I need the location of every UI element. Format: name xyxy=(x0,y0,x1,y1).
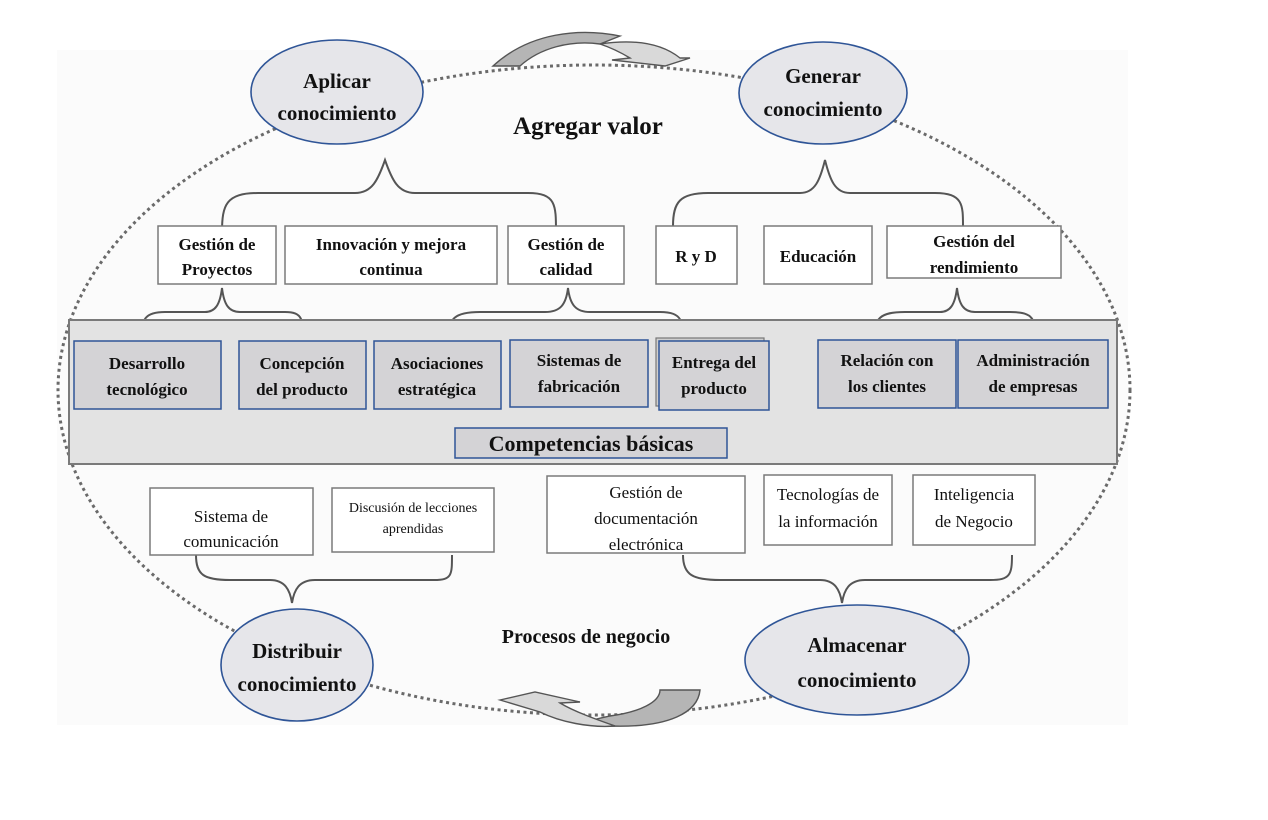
brace-generate xyxy=(672,159,964,227)
svg-text:de empresas: de empresas xyxy=(989,377,1078,396)
svg-text:Inteligencia: Inteligencia xyxy=(934,485,1015,504)
svg-text:Asociaciones: Asociaciones xyxy=(391,354,484,373)
brace-store xyxy=(682,554,1013,604)
svg-text:Tecnologías de: Tecnologías de xyxy=(777,485,879,504)
svg-text:del producto: del producto xyxy=(256,380,348,399)
core-competency-box: Desarrollo tecnológico xyxy=(73,340,222,410)
svg-text:Gestión de: Gestión de xyxy=(528,235,605,254)
value-process-box: Educación xyxy=(763,225,873,285)
knowledge-cycle-dotted-ellipse xyxy=(56,63,1132,717)
business-process-box: Discusión de lecciones aprendidas xyxy=(331,487,495,553)
svg-text:comunicación: comunicación xyxy=(183,532,279,551)
core-competency-box: Sistemas de fabricación xyxy=(509,339,649,408)
business-process-box: Tecnologías de la información xyxy=(763,474,893,546)
svg-text:rendimiento: rendimiento xyxy=(930,258,1018,277)
business-processes-title: Procesos de negocio xyxy=(502,626,671,648)
business-process-box: Sistema de comunicación xyxy=(149,487,314,556)
svg-text:los clientes: los clientes xyxy=(848,377,926,396)
brace-distribute xyxy=(195,554,453,604)
svg-text:aprendidas: aprendidas xyxy=(383,522,444,537)
svg-text:conocimiento: conocimiento xyxy=(764,97,883,121)
svg-text:R y D: R y D xyxy=(675,247,717,266)
svg-text:Gestión de: Gestión de xyxy=(179,235,256,254)
core-competencies-label: Competencias básicas xyxy=(454,427,728,459)
bottom-cycle-arrow-icon xyxy=(497,689,701,728)
svg-text:documentación: documentación xyxy=(594,509,698,528)
svg-text:fabricación: fabricación xyxy=(538,377,621,396)
svg-text:la información: la información xyxy=(778,512,878,531)
svg-text:Gestión de: Gestión de xyxy=(609,483,682,502)
svg-text:conocimiento: conocimiento xyxy=(798,668,917,692)
svg-text:conocimiento: conocimiento xyxy=(278,101,397,125)
svg-text:Sistemas de: Sistemas de xyxy=(537,351,622,370)
business-process-box: Inteligencia de Negocio xyxy=(912,474,1036,546)
node-store-knowledge: Almacenar conocimiento xyxy=(744,604,970,716)
brace-project-management xyxy=(140,287,304,341)
svg-text:Discusión de lecciones: Discusión de lecciones xyxy=(349,501,477,516)
svg-text:Distribuir: Distribuir xyxy=(252,639,342,663)
brace-performance-management xyxy=(873,287,1036,341)
svg-text:Educación: Educación xyxy=(780,247,857,266)
svg-text:producto: producto xyxy=(681,379,747,398)
svg-text:continua: continua xyxy=(359,260,423,279)
brace-quality-management xyxy=(447,287,684,343)
core-competency-box: Relación con los clientes xyxy=(817,339,957,409)
svg-text:Gestión del: Gestión del xyxy=(933,232,1015,251)
value-process-box: Gestión de Proyectos xyxy=(157,225,277,285)
core-competency-box: Entrega del producto xyxy=(655,337,770,411)
svg-text:Generar: Generar xyxy=(785,64,861,88)
node-apply-knowledge: Aplicar conocimiento xyxy=(250,39,424,145)
svg-text:Concepción: Concepción xyxy=(260,354,346,373)
value-process-box: R y D xyxy=(655,225,738,285)
core-competency-box: Asociaciones estratégica xyxy=(373,340,502,410)
svg-text:Proyectos: Proyectos xyxy=(182,260,253,279)
svg-text:Administración: Administración xyxy=(976,351,1090,370)
core-competency-box: Administración de empresas xyxy=(957,339,1109,409)
svg-text:conocimiento: conocimiento xyxy=(238,672,357,696)
core-competency-box: Concepción del producto xyxy=(238,340,367,410)
svg-text:estratégica: estratégica xyxy=(398,380,477,399)
svg-text:Innovación y mejora: Innovación y mejora xyxy=(316,235,467,254)
svg-text:Competencias básicas: Competencias básicas xyxy=(489,431,694,456)
svg-text:calidad: calidad xyxy=(540,260,593,279)
svg-text:tecnológico: tecnológico xyxy=(106,380,187,399)
svg-text:Relación con: Relación con xyxy=(840,351,934,370)
node-generate-knowledge: Generar conocimiento xyxy=(738,41,908,145)
business-process-box: Gestión de documentación electrónica xyxy=(546,475,746,554)
svg-text:Desarrollo: Desarrollo xyxy=(109,354,185,373)
value-process-box: Innovación y mejora continua xyxy=(284,225,498,285)
svg-text:electrónica: electrónica xyxy=(609,535,684,554)
svg-text:Entrega del: Entrega del xyxy=(672,353,756,372)
value-process-box: Gestión de calidad xyxy=(507,225,625,285)
brace-apply xyxy=(221,156,557,233)
svg-text:Sistema de: Sistema de xyxy=(194,507,268,526)
value-process-box: Gestión del rendimiento xyxy=(886,225,1062,279)
svg-text:Almacenar: Almacenar xyxy=(807,633,906,657)
svg-text:de Negocio: de Negocio xyxy=(935,512,1013,531)
svg-text:Aplicar: Aplicar xyxy=(303,69,371,93)
add-value-title: Agregar valor xyxy=(513,113,663,140)
node-distribute-knowledge: Distribuir conocimiento xyxy=(220,608,374,722)
top-cycle-arrow-icon xyxy=(491,31,691,67)
